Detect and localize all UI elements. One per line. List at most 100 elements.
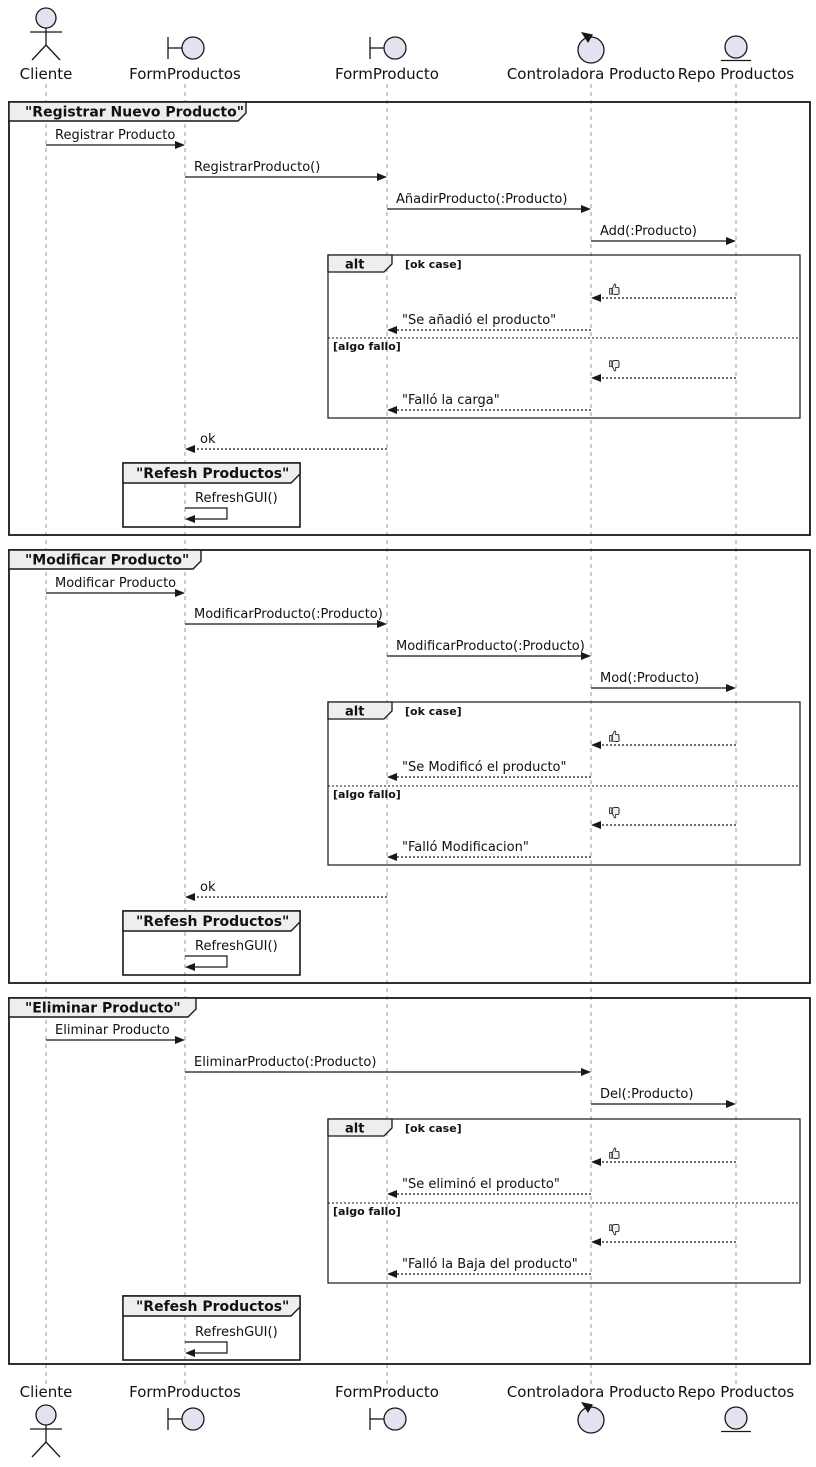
message-label: "Falló Modificacion" <box>402 840 529 855</box>
message-label: ok <box>200 432 216 447</box>
actor-head <box>35 7 57 29</box>
guard-label: [algo fallo] <box>333 788 401 801</box>
alt-tab <box>327 254 393 273</box>
control-circle <box>577 1406 605 1434</box>
frame-border <box>8 549 811 984</box>
actor-leg <box>45 44 61 61</box>
actor-head <box>35 1404 57 1426</box>
message-label: Del(:Producto) <box>600 1087 693 1102</box>
arrowhead-icon <box>175 589 185 597</box>
alt-operator-label: alt <box>345 705 364 720</box>
boundary-icon <box>167 36 205 60</box>
control-arrow <box>581 1402 593 1413</box>
message-label: "Se Modificó el producto" <box>402 760 567 775</box>
frame-tab <box>122 910 301 932</box>
participant-label: Controladora Producto <box>507 1383 675 1401</box>
control-arrow <box>581 32 593 43</box>
control-icon <box>577 32 605 64</box>
thumb-path <box>609 283 620 295</box>
participant-label: Cliente <box>20 65 73 83</box>
arrowhead-icon <box>387 773 397 781</box>
actor-icon <box>30 1404 62 1458</box>
arrowhead-icon <box>726 1100 736 1108</box>
control-icon <box>577 1402 605 1434</box>
boundary-circle <box>181 36 205 60</box>
self-message-line <box>185 955 228 968</box>
participant-label: FormProductos <box>129 65 241 83</box>
arrowhead-icon <box>377 173 387 181</box>
arrowhead-icon <box>377 620 387 628</box>
message-label: Add(:Producto) <box>600 224 697 239</box>
self-message-label: RefreshGUI() <box>195 1325 278 1340</box>
self-message-line <box>185 507 228 520</box>
frame-title: "Eliminar Producto" <box>25 1001 181 1017</box>
thumbs-down-icon <box>609 1224 620 1236</box>
message-label: Eliminar Producto <box>55 1023 170 1038</box>
arrowhead-icon <box>175 1036 185 1044</box>
frame-title: "Refesh Productos" <box>136 466 289 482</box>
alt-tab <box>327 701 393 720</box>
message-label: ModificarProducto(:Producto) <box>194 607 383 622</box>
message-label: Registrar Producto <box>55 128 175 143</box>
self-message-label: RefreshGUI() <box>195 491 278 506</box>
arrowhead-icon <box>387 326 397 334</box>
arrowhead-icon <box>175 141 185 149</box>
message-label: EliminarProducto(:Producto) <box>194 1055 376 1070</box>
arrowhead-icon <box>591 1238 601 1246</box>
participant-label: FormProductos <box>129 1383 241 1401</box>
participant-label: Repo Productos <box>678 1383 795 1401</box>
arrowhead-icon <box>726 684 736 692</box>
participant-label: Repo Productos <box>678 65 795 83</box>
entity-icon <box>721 1406 751 1433</box>
message-label: "Falló la Baja del producto" <box>402 1257 578 1272</box>
boundary-icon <box>369 36 407 60</box>
actor-leg <box>31 1441 47 1458</box>
guard-label: [algo fallo] <box>333 340 401 353</box>
actor-leg <box>31 44 47 61</box>
frame-tab <box>122 462 301 484</box>
arrowhead-icon <box>185 893 195 901</box>
frame-border <box>8 997 811 1365</box>
entity-circle <box>724 1406 748 1430</box>
message-label: Mod(:Producto) <box>600 671 699 686</box>
message-label: AñadirProducto(:Producto) <box>396 192 567 207</box>
arrowhead-icon <box>387 1270 397 1278</box>
boundary-circle <box>383 36 407 60</box>
actor-icon <box>30 7 62 61</box>
thumbs-up-icon <box>609 283 620 295</box>
message-label: "Falló la carga" <box>402 393 500 408</box>
thumb-path <box>609 360 620 372</box>
frame-border <box>327 701 801 866</box>
entity-icon <box>721 35 751 62</box>
arrowhead-icon <box>591 374 601 382</box>
frame-border <box>327 254 801 419</box>
frame-tab <box>122 1295 301 1317</box>
boundary-icon <box>167 1407 205 1431</box>
arrowhead-icon <box>591 821 601 829</box>
arrowhead-icon <box>387 406 397 414</box>
thumb-path <box>609 1147 620 1159</box>
boundary-circle <box>383 1407 407 1431</box>
arrowhead-icon <box>185 445 195 453</box>
thumbs-down-icon <box>609 807 620 819</box>
alt-operator-label: alt <box>345 1122 364 1137</box>
boundary-icon <box>369 1407 407 1431</box>
alt-operator-label: alt <box>345 258 364 273</box>
arrowhead-icon <box>185 963 195 971</box>
arrowhead-icon <box>581 1068 591 1076</box>
arrowhead-icon <box>581 652 591 660</box>
arrowhead-icon <box>387 1190 397 1198</box>
actor-leg <box>45 1441 61 1458</box>
participant-label: FormProducto <box>335 1383 439 1401</box>
thumbs-up-icon <box>609 1147 620 1159</box>
frame-title: "Refesh Productos" <box>136 914 289 930</box>
message-label: "Se eliminó el producto" <box>402 1177 560 1192</box>
frame-title: "Registrar Nuevo Producto" <box>25 105 244 121</box>
participant-label: FormProducto <box>335 65 439 83</box>
message-label: Modificar Producto <box>55 576 176 591</box>
thumb-path <box>609 730 620 742</box>
alt-tab <box>327 1118 393 1137</box>
message-label: RegistrarProducto() <box>194 160 320 175</box>
